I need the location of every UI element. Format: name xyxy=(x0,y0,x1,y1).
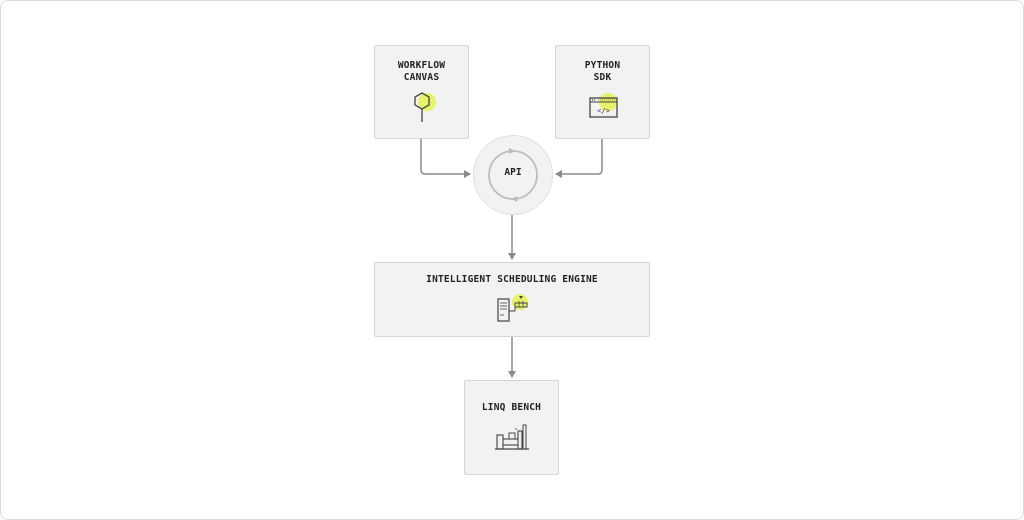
sync-cycle-icon xyxy=(488,148,538,202)
node-scheduling-engine[interactable]: INTELLIGENT SCHEDULING ENGINE xyxy=(374,262,650,337)
node-linq-bench-label: LINQ BENCH xyxy=(481,402,542,413)
lab-bench-icon xyxy=(495,424,529,450)
server-schedule-icon xyxy=(497,294,528,322)
connector-canvas-to-api xyxy=(420,139,471,178)
node-linq-bench[interactable]: LINQ BENCH xyxy=(464,380,559,475)
code-window-icon: </> xyxy=(589,93,618,118)
svg-text:</>: </> xyxy=(597,107,610,115)
node-python-sdk[interactable]: PYTHON SDK </> xyxy=(555,45,650,139)
node-scheduling-engine-label: INTELLIGENT SCHEDULING ENGINE xyxy=(426,274,598,285)
node-api-label: API xyxy=(504,167,522,178)
connector-sdk-to-api xyxy=(555,139,603,178)
hexagon-pin-icon xyxy=(414,92,436,122)
node-python-sdk-label: PYTHON SDK xyxy=(584,60,621,83)
node-workflow-canvas-label: WORKFLOW CANVAS xyxy=(397,60,446,83)
node-api[interactable] xyxy=(473,135,553,215)
node-workflow-canvas[interactable]: WORKFLOW CANVAS xyxy=(374,45,469,139)
